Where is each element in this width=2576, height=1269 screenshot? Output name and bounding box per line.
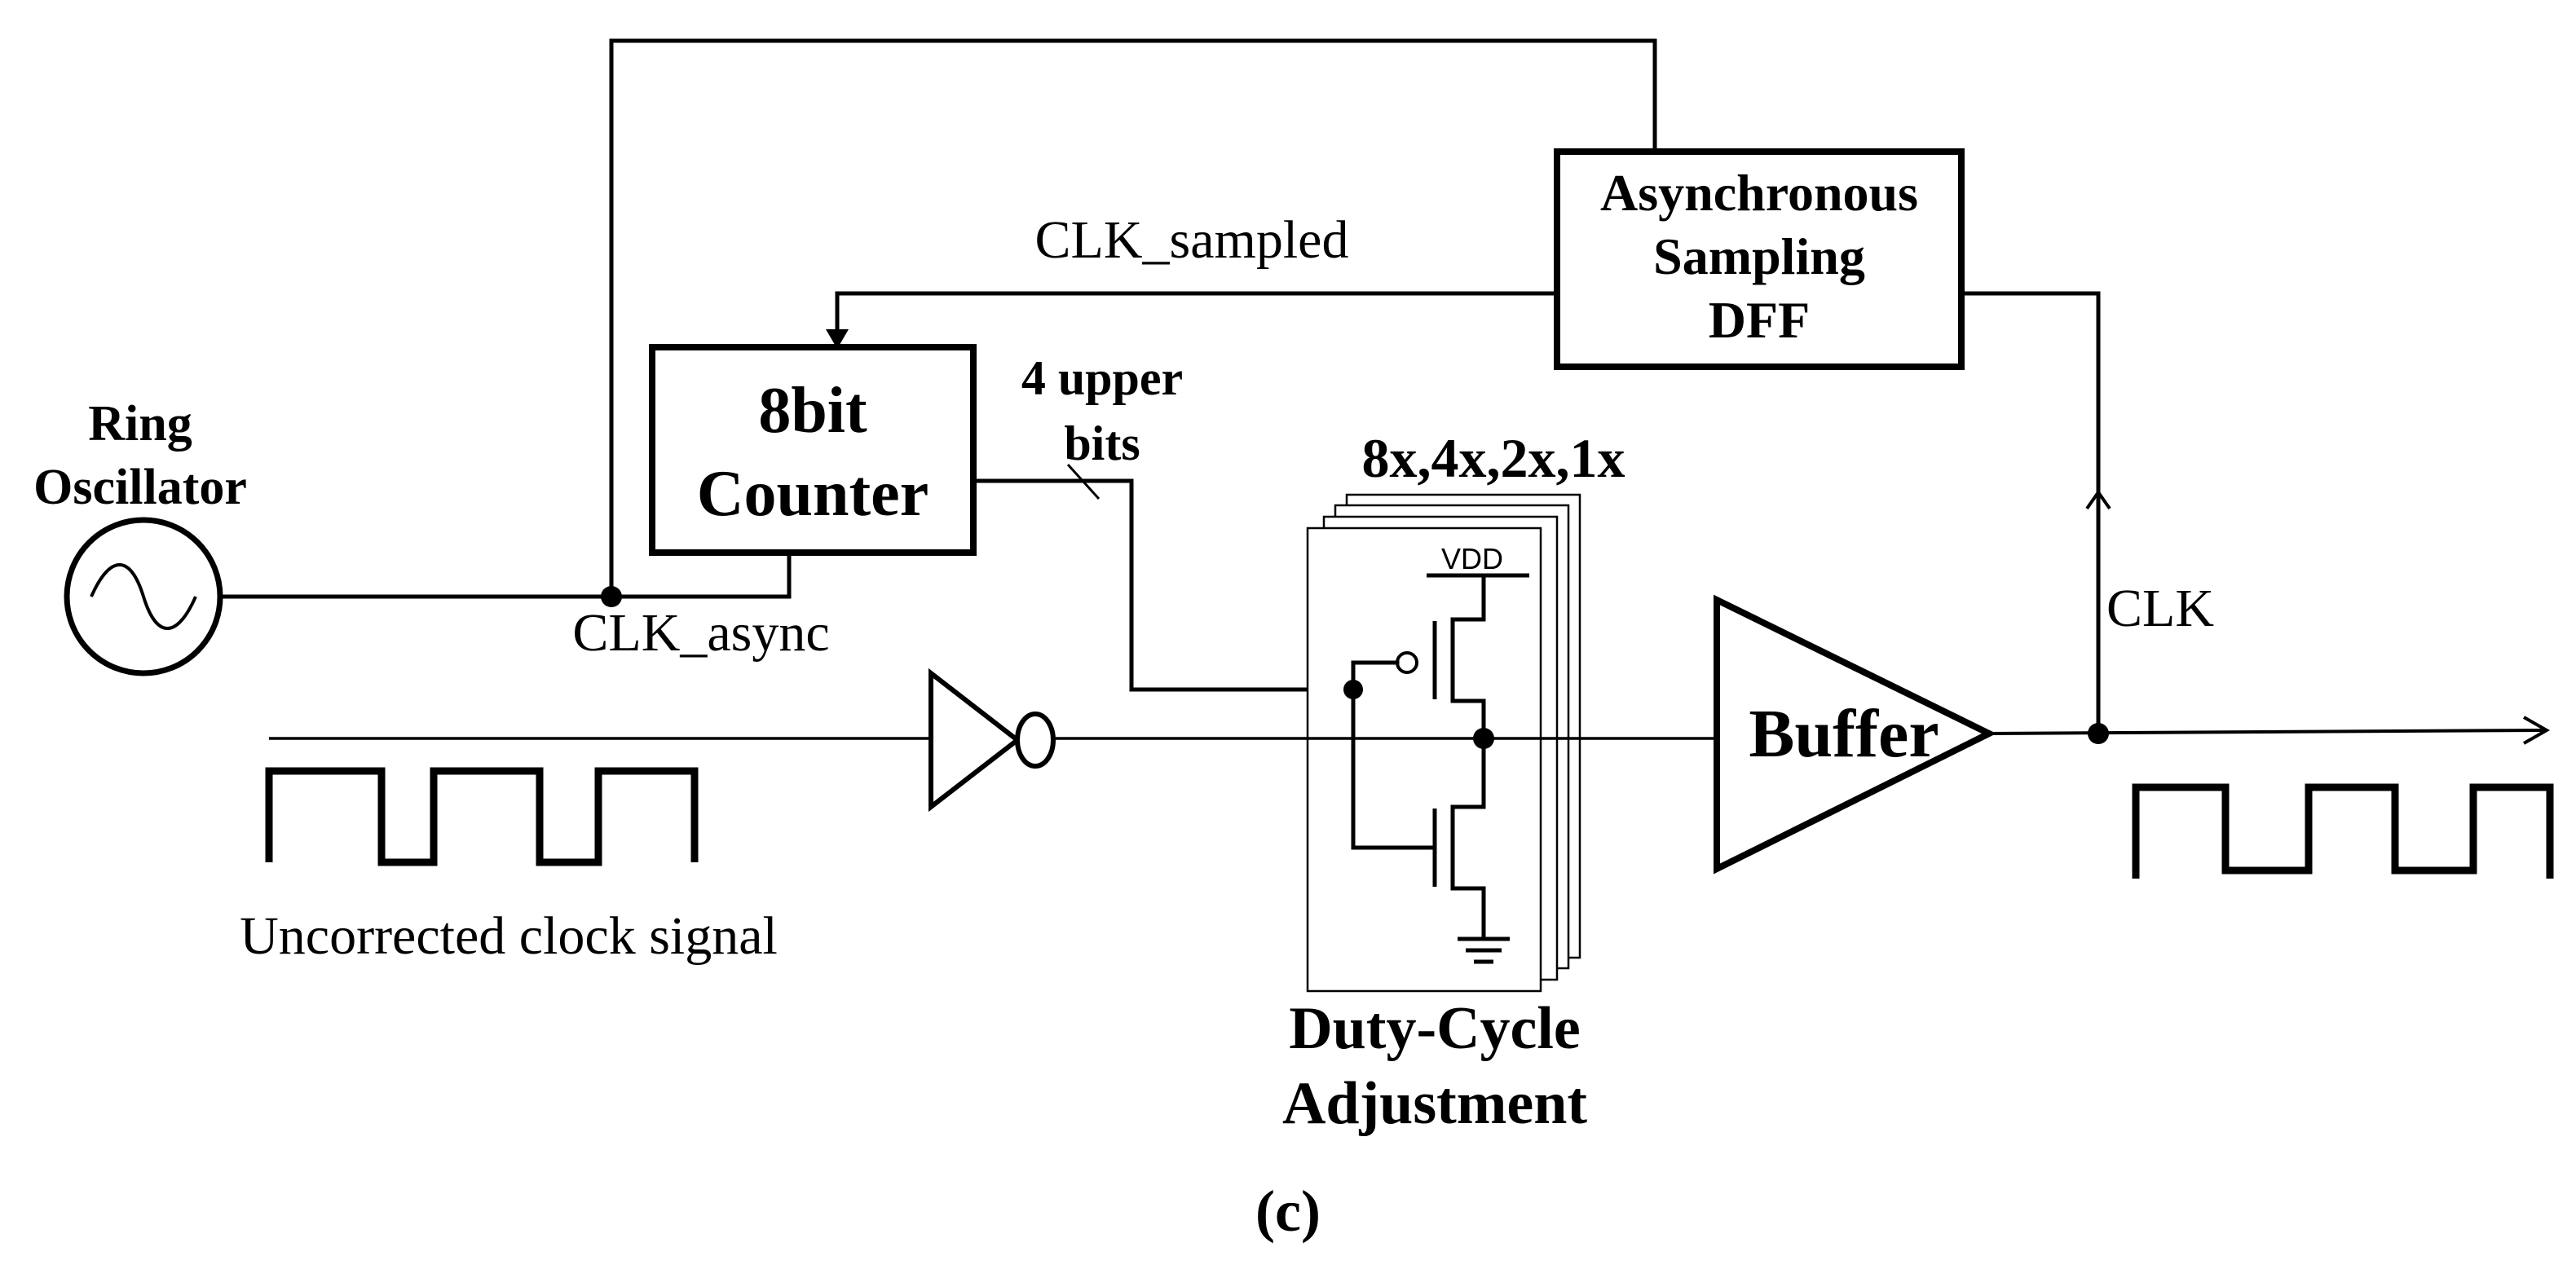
upper-bits-label-1: 4 upper (1021, 351, 1183, 405)
inverter-bubble (1015, 712, 1056, 769)
clk-sampled-label: CLK_sampled (1035, 210, 1349, 270)
arrow-right-icon (2523, 716, 2551, 745)
buffer-block: Buffer (1714, 594, 1997, 875)
ground-icon (1458, 936, 1510, 964)
ring-oscillator-label-2: Oscillator (33, 460, 247, 515)
counter-label-2: Counter (697, 458, 929, 530)
gate-junction-dot (1343, 680, 1363, 699)
uncorrected-clock-label: Uncorrected clock signal (240, 906, 778, 966)
duty-cycle-label-2: Adjustment (1282, 1070, 1587, 1137)
ring-oscillator-label-1: Ring (88, 396, 192, 452)
output-clk-net: CLK (1959, 291, 2551, 745)
clk-sampled-net: CLK_sampled (826, 210, 1559, 349)
pmos-bubble (1396, 651, 1418, 674)
clk-label: CLK (2106, 579, 2214, 638)
upper-bits-bus: 4 upper bits (971, 351, 1356, 692)
ring-oscillator: Ring Oscillator (33, 396, 247, 676)
input-clock-path (269, 668, 1717, 813)
arrow-up-icon (2085, 489, 2111, 510)
upper-bits-label-2: bits (1064, 416, 1140, 470)
duty-cycle-label-1: Duty-Cycle (1289, 995, 1581, 1062)
dff-label-2: Sampling (1653, 227, 1865, 285)
vdd-label: VDD (1441, 542, 1503, 575)
clk-async-net (219, 38, 1657, 607)
dff-label-1: Asynchronous (1600, 164, 1918, 222)
buffer-label: Buffer (1749, 696, 1939, 772)
async-sampling-dff-block: Asynchronous Sampling DFF (1554, 148, 1965, 370)
uncorrected-clock-waveform (265, 767, 699, 866)
bus-slash (1066, 463, 1101, 500)
arrow-down-icon (826, 329, 849, 349)
counter-block: 8bit Counter (649, 344, 977, 556)
junction-dot (601, 586, 622, 607)
inverter-icon (929, 668, 1021, 813)
weights-label: 8x,4x,2x,1x (1362, 427, 1625, 489)
dff-label-3: DFF (1709, 291, 1810, 349)
duty-cycle-adjustment-block: 8x,4x,2x,1x VDD Duty-Cycle Adjustment (1282, 427, 1625, 1137)
clk-junction-dot (2088, 723, 2109, 744)
sine-wave-icon (90, 563, 197, 630)
counter-label-1: 8bit (758, 375, 867, 447)
figure-label: (c) (1255, 1179, 1321, 1244)
corrected-clock-waveform (2132, 783, 2554, 879)
clk-async-label: CLK_async (572, 603, 829, 663)
